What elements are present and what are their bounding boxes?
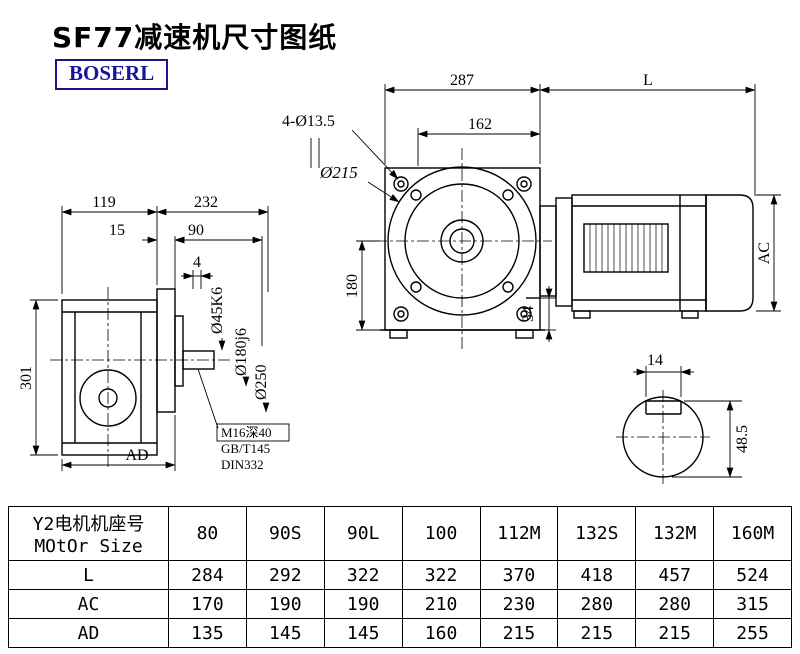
table-row-L: L 284 292 322 322 370 418 457 524 (8, 560, 792, 590)
table-cell: 230 (479, 589, 559, 619)
dim-232-label: 232 (194, 194, 218, 211)
frame-size-column: 90S (245, 506, 325, 561)
dim-AD-label: AD (125, 447, 148, 464)
dim-180-label: 180 (344, 274, 361, 298)
side-view: 119 232 15 90 4 301 (18, 194, 290, 472)
motor-outline (539, 194, 754, 319)
table-cell: 284 (168, 560, 247, 590)
shaft-dimensions: 14 48.5 (633, 352, 751, 478)
frame-size-column: 132M (635, 506, 715, 561)
table-cell: 418 (557, 560, 637, 590)
dim-301-label: 301 (18, 366, 35, 390)
table-header-row: Y2电机机座号 MOtOr Size 80 90S 90L 100 112M 1… (8, 506, 792, 561)
table-cell: 280 (635, 589, 715, 619)
frame-size-column: 90L (323, 506, 403, 561)
dim-AC-label: AC (756, 242, 773, 264)
dim-14-label: 14 (647, 352, 663, 369)
frame-size-column: 80 (168, 506, 247, 561)
side-view-centerlines (50, 287, 232, 470)
dim-holes-label: 4-Ø13.5 (282, 113, 335, 130)
dim-shaft-dia-label: Ø45K6 (209, 287, 226, 334)
row-label: L (8, 560, 169, 590)
gearbox-side-outline (61, 288, 215, 456)
table-cell: 457 (635, 560, 715, 590)
table-cell: 322 (323, 560, 403, 590)
shaft-section-view: 14 48.5 (616, 352, 751, 484)
dim-15-label: 15 (109, 222, 125, 239)
dim-34-label: 34 (520, 306, 537, 322)
motor-size-table: Y2电机机座号 MOtOr Size 80 90S 90L 100 112M 1… (8, 506, 792, 648)
table-cell: 292 (245, 560, 325, 590)
table-cell: 315 (713, 589, 792, 619)
frame-size-column: 112M (479, 506, 559, 561)
note-din-label: DIN332 (221, 457, 264, 472)
dim-circle-dia-label: Ø215 (319, 163, 358, 182)
table-cell: 215 (635, 618, 715, 648)
table-cell: 370 (479, 560, 559, 590)
table-cell: 215 (557, 618, 637, 648)
front-view: 287 L 162 4-Ø13.5 Ø215 180 (282, 72, 781, 352)
dim-flange-dia-label: Ø250 (253, 364, 270, 400)
table-cell: 160 (401, 618, 481, 648)
motor-size-header-en: MOtOr Size (34, 536, 143, 557)
row-label: AC (8, 589, 169, 619)
front-view-centerlines (375, 148, 552, 352)
note-standard-label: GB/T145 (221, 441, 270, 456)
page-title: SF77减速机尺寸图纸 (52, 21, 338, 54)
table-cell: 210 (401, 589, 481, 619)
table-cell: 322 (401, 560, 481, 590)
dim-48-5-label: 48.5 (734, 425, 751, 453)
dim-287-label: 287 (450, 72, 474, 89)
table-cell: 255 (713, 618, 792, 648)
side-view-dimensions: 119 232 15 90 4 301 (18, 194, 270, 471)
row-label: AD (8, 618, 169, 648)
dim-4-label: 4 (193, 254, 201, 271)
dim-90-label: 90 (188, 222, 204, 239)
brand-logo: BOSERL (55, 59, 169, 90)
table-cell: 190 (323, 589, 403, 619)
frame-size-column: 160M (713, 506, 792, 561)
dim-spigot-dia-label: Ø180j6 (233, 328, 250, 376)
table-cell: 524 (713, 560, 792, 590)
table-row-AD: AD 135 145 145 160 215 215 215 255 (8, 618, 792, 648)
table-header-motor-size: Y2电机机座号 MOtOr Size (8, 506, 169, 561)
dim-L-label: L (643, 72, 653, 89)
motor-size-header-cn: Y2电机机座号 (32, 514, 145, 535)
table-row-AC: AC 170 190 190 210 230 280 280 315 (8, 589, 792, 619)
dim-119-label: 119 (92, 194, 115, 211)
frame-size-column: 100 (401, 506, 481, 561)
table-cell: 145 (245, 618, 325, 648)
table-cell: 215 (479, 618, 559, 648)
technical-drawing: 119 232 15 90 4 301 (18, 72, 781, 484)
shaft-centerlines (616, 390, 710, 484)
dim-162-label: 162 (468, 116, 492, 133)
front-view-dimensions: 287 L 162 4-Ø13.5 Ø215 180 (282, 72, 781, 342)
table-cell: 170 (168, 589, 247, 619)
table-cell: 145 (323, 618, 403, 648)
table-cell: 280 (557, 589, 637, 619)
table-cell: 190 (245, 589, 325, 619)
tapped-hole-note: M16深40 GB/T145 DIN332 (197, 368, 290, 472)
frame-size-column: 132S (557, 506, 637, 561)
table-cell: 135 (168, 618, 247, 648)
note-thread-label: M16深40 (221, 425, 272, 440)
